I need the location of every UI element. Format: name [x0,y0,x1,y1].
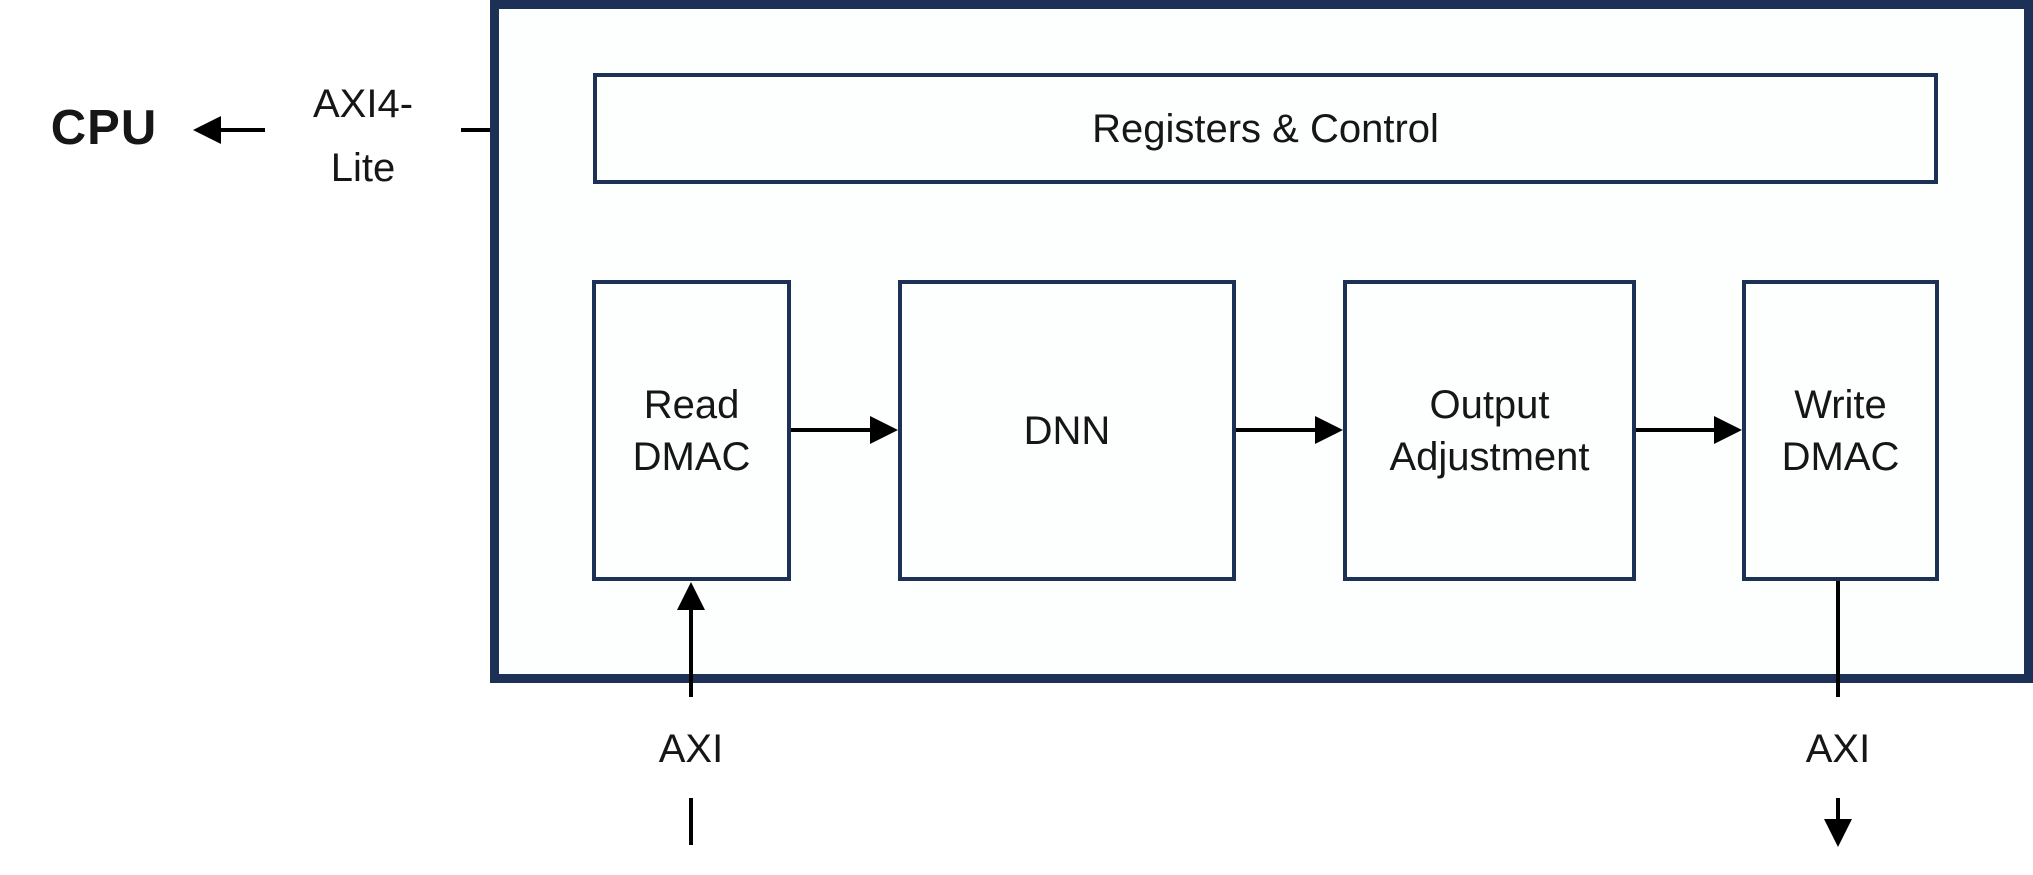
arrow-axi-to-readdmac-line [689,608,693,697]
axi-bottom-right-label: AXI [1805,727,1871,771]
block-read-dmac-label: Read DMAC [632,382,751,479]
axi4-lite-label-line1: AXI4- [312,82,414,126]
block-dnn: DNN [898,280,1236,581]
line-writedmac-to-axi [1836,581,1840,697]
registers-control-label: Registers & Control [1092,106,1439,151]
arrow-outputadjustment-to-writedmac-head-icon [1714,416,1742,444]
axi-bottom-left-label: AXI [658,727,724,771]
block-write-dmac: Write DMAC [1742,280,1939,581]
arrow-axi-out-line [1836,798,1840,820]
arrow-to-cpu-head-icon [193,116,221,144]
block-output-adjustment-label: Output Adjustment [1389,382,1590,479]
registers-control-box: Registers & Control [593,73,1938,184]
arrow-readdmac-to-dnn-line [791,428,870,432]
block-read-dmac: Read DMAC [592,280,791,581]
block-write-dmac-label: Write DMAC [1781,382,1900,479]
arrow-readdmac-to-dnn-head-icon [870,416,898,444]
arrow-dnn-to-outputadjustment-head-icon [1315,416,1343,444]
arrow-outputadjustment-to-writedmac-line [1636,428,1714,432]
arrow-to-cpu-line [218,128,265,132]
block-output-adjustment: Output Adjustment [1343,280,1636,581]
axi4-lite-label-line2: Lite [330,146,396,190]
axi4-lite-label: AXI4- Lite [278,72,448,200]
cpu-label: CPU [50,101,158,155]
arrow-dnn-to-outputadjustment-line [1236,428,1315,432]
axi-bottom-left-stub-line [689,798,693,845]
arrow-axi-out-head-icon [1824,819,1852,847]
block-dnn-label: DNN [1023,408,1111,453]
arrow-axi-to-readdmac-head-icon [677,582,705,610]
